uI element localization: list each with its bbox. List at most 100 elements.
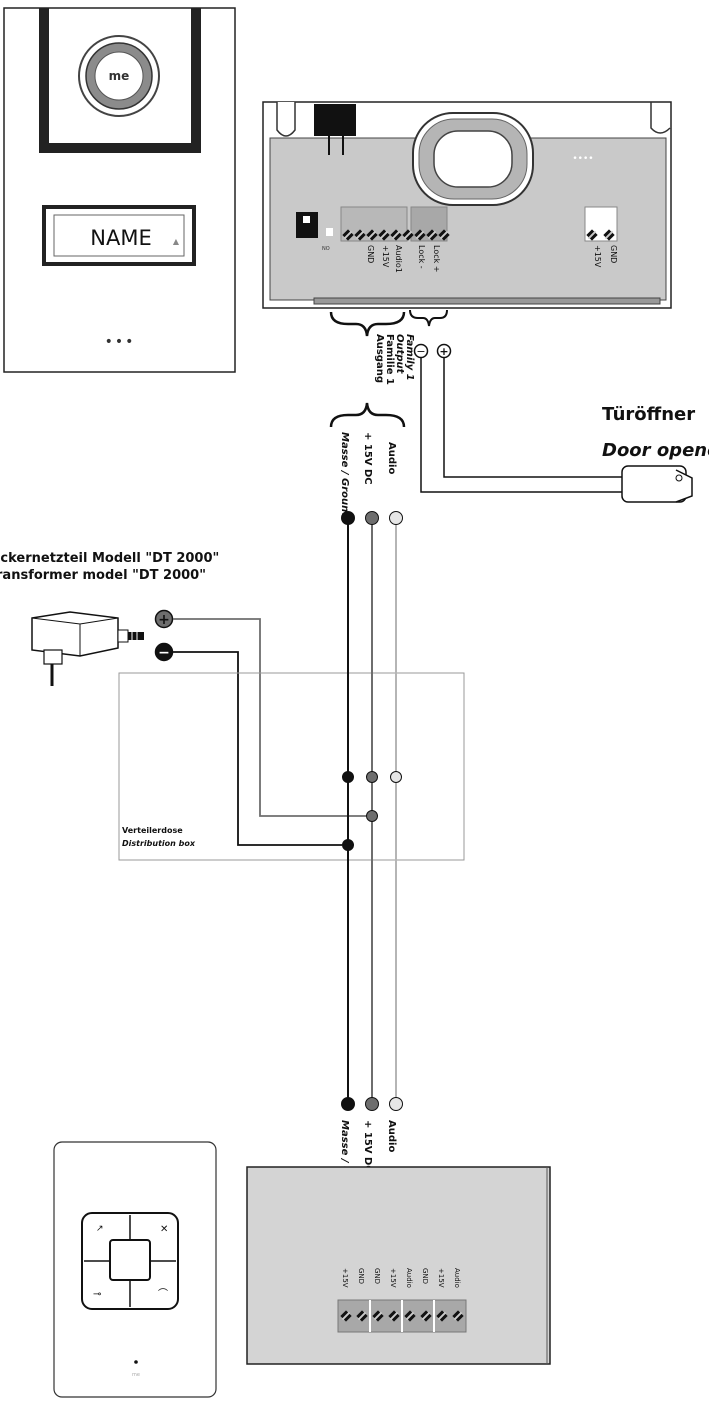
- bottom-terminal-label-3: +15V: [389, 1268, 397, 1288]
- lock-minus-symbol: −: [416, 345, 425, 358]
- cable-labels-bottom: Masse / Ground + 15V DC Audio: [339, 1120, 397, 1208]
- keypad-center-button: [109, 1239, 151, 1281]
- psu-wire-plus: [173, 618, 366, 817]
- terminal-screw-9-slot: [439, 230, 449, 240]
- bottom-terminal-screw-1-slot: [341, 1311, 351, 1321]
- controller-speaker-inner: [433, 130, 513, 188]
- bottom-terminal-label-7: Audio: [453, 1268, 461, 1288]
- top-power-terminal: [365, 511, 379, 525]
- junction-power: [366, 771, 378, 783]
- bottom-terminal-label-1: GND: [357, 1268, 365, 1284]
- psu-front-face: [31, 617, 119, 656]
- terminal-right-label-0: +15V: [593, 245, 602, 268]
- terminal-right-label-1: GND: [609, 245, 618, 263]
- cable-top-ground-label: Masse / Ground: [339, 432, 350, 520]
- terminal-right-screw-2-slot: [604, 230, 614, 240]
- psu-cable-connector: [128, 632, 144, 640]
- door-station-dots: •••: [105, 334, 136, 350]
- keypad-mute-icon: ✕: [160, 1224, 168, 1235]
- bottom-terminal-screw-5-slot: [405, 1311, 415, 1321]
- distribution-box-label-en: Distribution box: [122, 839, 196, 848]
- top-audio-terminal: [389, 511, 403, 525]
- controller-mount-right: [650, 102, 671, 134]
- terminal-screw-3-slot: [367, 230, 377, 240]
- door-opener-wire-plus: [443, 358, 622, 478]
- cable-top-audio-label: Audio: [386, 442, 397, 474]
- controller-indicator-dots: ••••: [572, 154, 593, 164]
- name-plate-label: NAME: [90, 226, 151, 250]
- dip-switch-knob: [303, 216, 310, 223]
- name-plate-inner: [53, 214, 185, 257]
- keypad-light-icon: ↗: [96, 1224, 104, 1234]
- output-label-de: Ausgang: [374, 334, 385, 383]
- controller-terminal-strip-right: +15V GND: [584, 206, 618, 268]
- terminal-screw-5-slot: [391, 230, 401, 240]
- dip-switch-label: NO: [322, 246, 330, 252]
- indoor-terminal-panel-outer: [246, 1166, 551, 1365]
- cable-bottom-ground-label: Masse / Ground: [339, 1120, 350, 1208]
- indoor-terminal-strip: +15V GND GND +15V Audio GND +15V Audio: [337, 1268, 467, 1333]
- bottom-terminal-label-2: GND: [373, 1268, 381, 1284]
- dip-switch-led: [326, 228, 333, 236]
- terminal-right-screw-1-slot: [587, 230, 597, 240]
- psu-label-de: Steckernetzteil Modell "DT 2000": [0, 551, 219, 566]
- psu-plus-symbol: +: [158, 612, 170, 628]
- junction-audio: [390, 771, 402, 783]
- psu-plug-base: [43, 649, 63, 665]
- indoor-unit-brand: me: [132, 1372, 140, 1378]
- terminal-screw-7-slot: [415, 230, 425, 240]
- brace-top-lock: [409, 309, 448, 327]
- junction-psu-plus: [366, 810, 378, 822]
- psu-wire-minus: [173, 651, 342, 846]
- bottom-terminal-screw-4-slot: [389, 1311, 399, 1321]
- lock-minus-terminal: [413, 343, 429, 359]
- cable-bottom-power-label: + 15V DC: [362, 1120, 373, 1173]
- controller-mount-left: [276, 102, 296, 137]
- distribution-box-label-de: Verteilerdose: [122, 826, 183, 835]
- dip-switch: [296, 212, 318, 238]
- terminal-screw-8-slot: [427, 230, 437, 240]
- terminal-label-1: +15V: [381, 245, 390, 268]
- bottom-audio-terminal: [389, 1097, 403, 1111]
- indoor-terminal-panel: +15V GND GND +15V Audio GND +15V Audio: [246, 1166, 551, 1365]
- terminal-screw-6-slot: [403, 230, 413, 240]
- lock-plus-terminal: [436, 343, 452, 359]
- brace-cable: [329, 402, 406, 428]
- door-opener-label-en: Door opener: [602, 440, 709, 461]
- top-ground-terminal: [341, 511, 355, 525]
- output-label-de2: Familie 1: [384, 334, 395, 385]
- keypad-key-icon: ⊸: [93, 1289, 101, 1300]
- keypad-talk-icon: ⌒: [158, 1288, 168, 1300]
- door-station-top-frame: [39, 8, 201, 153]
- controller-connector: [314, 104, 356, 136]
- lock-plus-symbol: +: [439, 345, 448, 358]
- bottom-terminal-screw-3-slot: [373, 1311, 383, 1321]
- bottom-terminal-screw-2-slot: [357, 1311, 367, 1321]
- bottom-terminal-label-4: Audio: [405, 1268, 413, 1288]
- controller-bottom-bar: [313, 297, 661, 305]
- terminal-label-0: GND: [366, 245, 375, 263]
- psu-minus-terminal: [154, 642, 174, 662]
- door-station: me NAME ▲ •••: [3, 7, 236, 373]
- bottom-ground-terminal: [341, 1097, 355, 1111]
- terminal-screw-4-slot: [379, 230, 389, 240]
- junction-psu-minus: [342, 839, 354, 851]
- indoor-unit-mic: [134, 1360, 138, 1364]
- bottom-terminal-label-0: +15V: [341, 1268, 349, 1288]
- door-opener-screw: [675, 474, 683, 482]
- door-opener: − + Türöffner Door opener: [413, 343, 709, 503]
- door-station-logo: me: [109, 69, 130, 83]
- bottom-terminal-label-6: +15V: [437, 1268, 445, 1288]
- bottom-terminal-screw-7-slot: [437, 1311, 447, 1321]
- psu-plus-terminal: [154, 609, 174, 629]
- terminal-label-3: Lock -: [417, 245, 426, 269]
- terminal-screw-1-slot: [343, 230, 353, 240]
- output-label-group: Ausgang Familie 1 Output Family 1: [374, 334, 415, 385]
- door-opener-wire-minus: [420, 358, 622, 493]
- bottom-terminal-label-5: GND: [421, 1268, 429, 1284]
- psu-jack: [117, 629, 129, 643]
- name-plate-arrow-icon: ▲: [173, 237, 180, 246]
